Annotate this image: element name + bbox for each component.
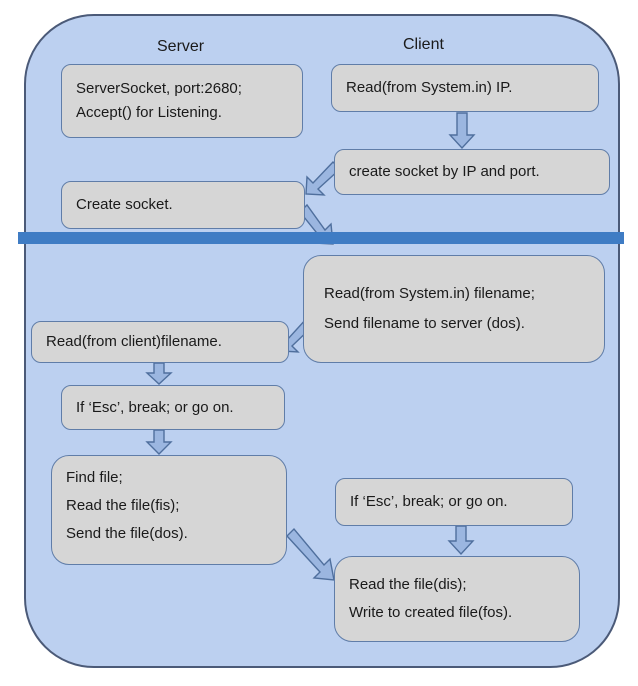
server-socket-line-2: Accept() for Listening. bbox=[76, 104, 222, 121]
server-header: Server bbox=[157, 38, 205, 55]
client-write-file-line-1: Read the file(dis); bbox=[349, 576, 467, 593]
client-create-socket-box: create socket by IP and port. bbox=[334, 149, 610, 195]
server-create-socket-box: Create socket. bbox=[61, 181, 305, 229]
arrow-esc-check-to-find-file bbox=[145, 429, 173, 455]
client-create-socket-line-1: create socket by IP and port. bbox=[349, 163, 540, 180]
arrow-client-esc-to-read-file bbox=[447, 525, 475, 556]
client-esc-check-box: If ‘Esc’, break; or go on. bbox=[335, 478, 573, 526]
client-read-ip-box: Read(from System.in) IP. bbox=[331, 64, 599, 112]
server-socket-line-1: ServerSocket, port:2680; bbox=[76, 80, 242, 97]
server-send-file-line-2: Read the file(fis); bbox=[66, 497, 180, 514]
arrow-read-ip-to-create-socket bbox=[448, 112, 476, 150]
server-read-filename-line-1: Read(from client)filename. bbox=[46, 333, 222, 350]
server-read-filename-box: Read(from client)filename. bbox=[31, 321, 289, 363]
arrow-read-filename-to-esc-check bbox=[145, 362, 173, 385]
server-send-file-box: Find file; Read the file(fis); Send the … bbox=[51, 455, 287, 565]
arrow-send-file-to-read-file bbox=[286, 527, 335, 581]
process-divider bbox=[18, 232, 624, 244]
client-send-filename-line-1: Read(from System.in) filename; bbox=[324, 285, 535, 302]
client-write-file-box: Read the file(dis); Write to created fil… bbox=[334, 556, 580, 642]
server-create-socket-line-1: Create socket. bbox=[76, 196, 173, 213]
client-read-ip-line-1: Read(from System.in) IP. bbox=[346, 79, 513, 96]
server-socket-box: ServerSocket, port:2680; Accept() for Li… bbox=[61, 64, 303, 138]
server-esc-check-line-1: If ‘Esc’, break; or go on. bbox=[76, 398, 234, 416]
server-send-file-line-3: Send the file(dos). bbox=[66, 525, 188, 542]
client-esc-check-line-1: If ‘Esc’, break; or go on. bbox=[350, 493, 508, 510]
server-esc-check-box: If ‘Esc’, break; or go on. bbox=[61, 385, 285, 430]
client-send-filename-box: Read(from System.in) filename; Send file… bbox=[303, 255, 605, 363]
client-write-file-line-2: Write to created file(fos). bbox=[349, 604, 513, 621]
server-send-file-line-1: Find file; bbox=[66, 469, 123, 486]
client-header: Client bbox=[403, 36, 444, 53]
client-send-filename-line-2: Send filename to server (dos). bbox=[324, 315, 525, 332]
